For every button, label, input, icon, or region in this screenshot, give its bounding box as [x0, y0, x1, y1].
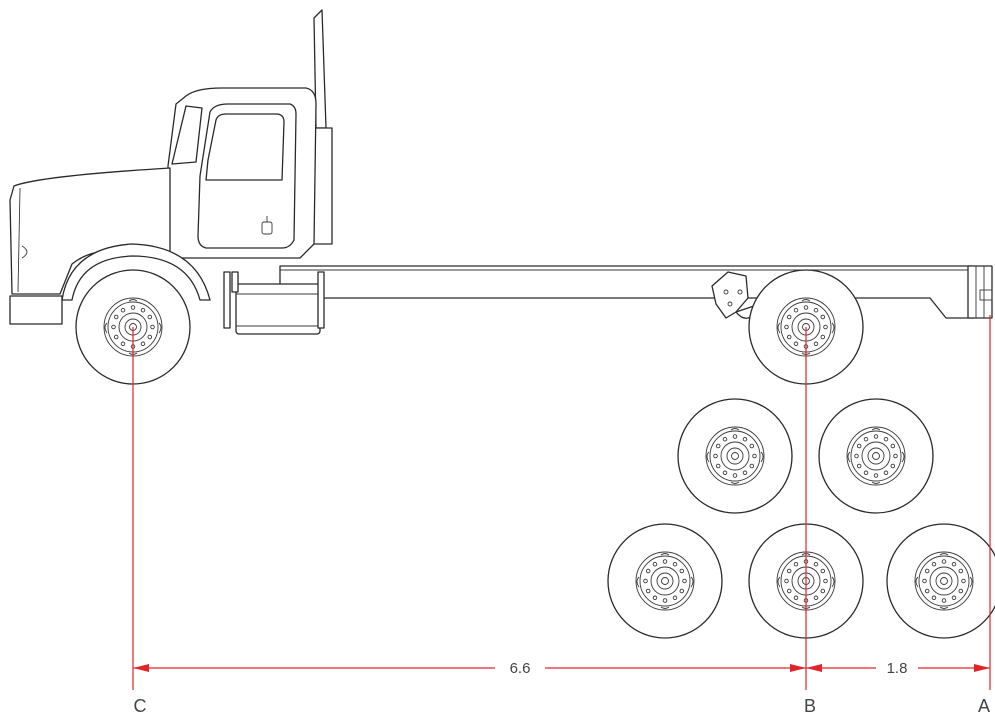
- point-label-a: A: [978, 696, 990, 716]
- spare-wheel-bottom-right: [886, 523, 995, 639]
- arrow-a-right: [974, 664, 990, 672]
- spare-wheel-bottom-left: [607, 523, 723, 639]
- point-label-b: B: [804, 696, 816, 716]
- arrow-b-left: [806, 664, 822, 672]
- dimension-lines: 6.6 1.8: [132, 315, 991, 690]
- dimension-b-a-label: 1.8: [887, 660, 908, 677]
- dimension-c-b-label: 6.6: [510, 660, 531, 677]
- spare-wheel-mid-right: [818, 398, 934, 514]
- arrow-b-right: [790, 664, 806, 672]
- point-label-c: C: [134, 696, 147, 716]
- arrow-c-left: [133, 664, 149, 672]
- spare-wheel-mid-left: [677, 398, 793, 514]
